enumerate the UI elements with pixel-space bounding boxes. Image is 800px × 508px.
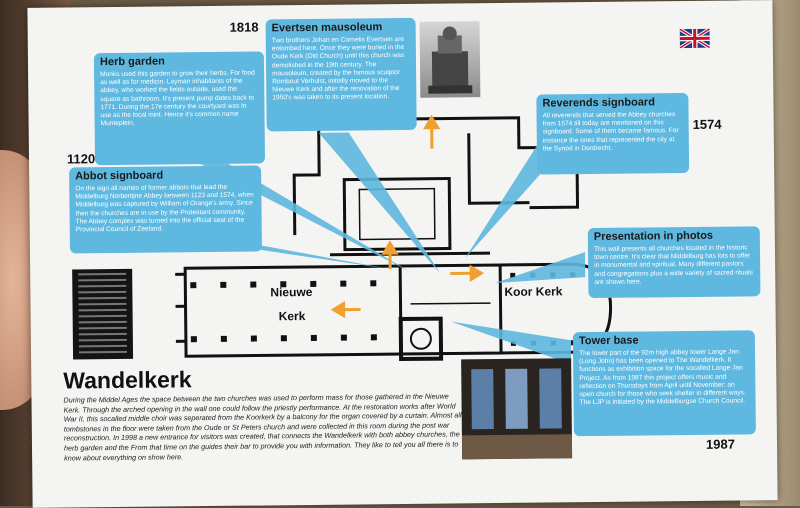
callout-text: Monks used this garden to grow their her… (100, 70, 259, 129)
year-1120: 1120 (67, 151, 95, 166)
callout-text: This wall presents all churches located … (594, 244, 754, 287)
info-sheet: 1818 1120 1574 1987 Herb garden Monks us… (27, 0, 777, 508)
uk-flag-icon[interactable] (680, 29, 710, 48)
wandelkerk-description: During the Middel Ages the space between… (63, 391, 464, 462)
label-koor-kerk: Koor Kerk (504, 284, 562, 299)
callout-title: Abbot signboard (75, 169, 255, 184)
mausoleum-photo (420, 21, 481, 98)
callout-herb-garden: Herb garden Monks used this garden to gr… (94, 51, 265, 165)
callout-title: Tower base (579, 333, 749, 348)
callout-text: All reverends that served the Abbey chur… (543, 111, 683, 153)
year-1818: 1818 (230, 19, 259, 34)
callout-text: Two brothers Johan en Cornelis Evertsen … (272, 36, 411, 103)
callout-title: Reverends signboard (542, 96, 682, 110)
callout-title: Presentation in photos (594, 229, 754, 244)
abbot-list-photo (72, 269, 133, 360)
callout-title: Evertsen mausoleum (272, 21, 410, 35)
label-nieuwe: Nieuwe (270, 285, 312, 299)
callout-evertsen-mausoleum: Evertsen mausoleum Two brothers Johan en… (266, 18, 417, 132)
callout-reverends-signboard: Reverends signboard All reverends that s… (536, 93, 689, 175)
label-kerk: Kerk (279, 309, 306, 323)
callout-presentation-photos: Presentation in photos This wall present… (588, 226, 761, 298)
page-title: Wandelkerk (63, 366, 192, 394)
callout-text: The lower part of the 92m high abbey tow… (579, 348, 750, 407)
callout-abbot-signboard: Abbot signboard On the sign all names of… (69, 165, 262, 253)
callout-tower-base: Tower base The lower part of the 92m hig… (573, 330, 756, 436)
year-1574: 1574 (693, 117, 722, 132)
callout-title: Herb garden (100, 55, 258, 70)
callout-text: On the sign all names of former abbots t… (75, 184, 256, 235)
year-1987: 1987 (706, 437, 735, 452)
tower-photo (461, 358, 572, 459)
